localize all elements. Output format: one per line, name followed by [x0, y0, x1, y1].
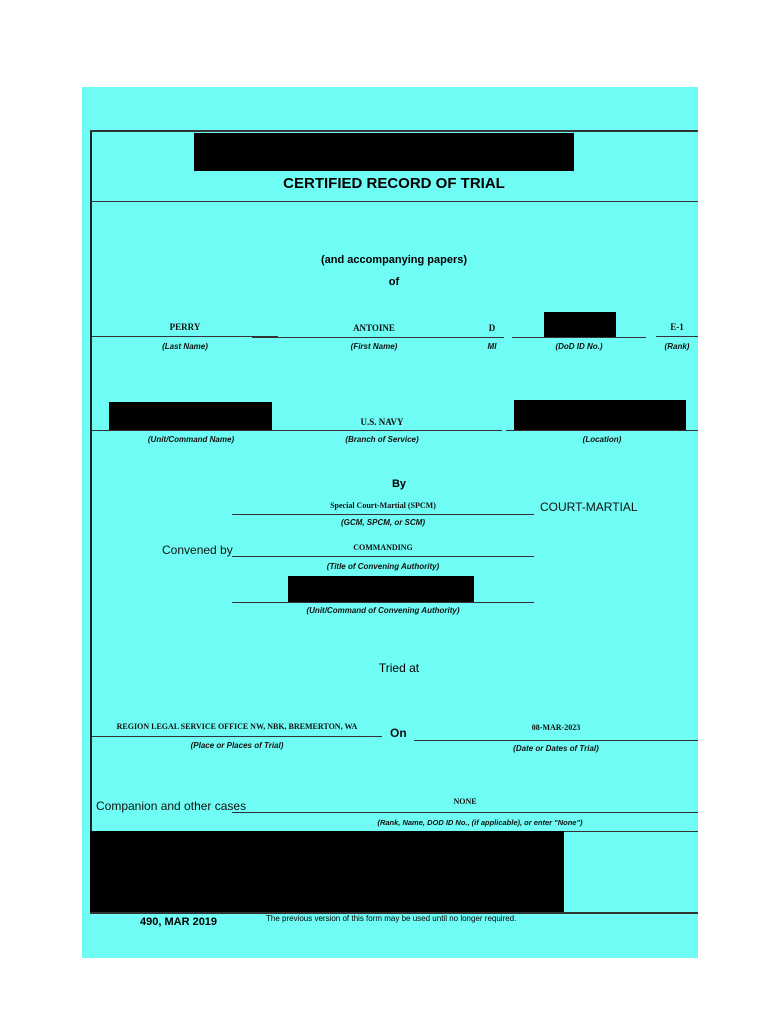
- form-bottom-border: [90, 912, 698, 914]
- mi-value: D: [488, 323, 496, 333]
- form-number: 490, MAR 2019: [140, 916, 218, 928]
- tried-at-label: Tried at: [378, 661, 420, 675]
- court-martial-label: COURT-MARTIAL: [540, 500, 638, 514]
- of-label: of: [388, 276, 400, 288]
- companion-value: NONE: [453, 797, 477, 806]
- footer-note: The previous version of this form may be…: [266, 914, 517, 923]
- convening-title-value: COMMANDING: [353, 543, 413, 552]
- branch-caption: (Branch of Service): [345, 435, 419, 444]
- court-type-value: Special Court-Martial (SPCM): [330, 501, 436, 510]
- redacted-convening-unit: [288, 576, 474, 602]
- convened-by-label: Convened by: [162, 543, 233, 557]
- rank-line: [656, 336, 698, 337]
- location-caption: (Location): [582, 435, 622, 444]
- rank-caption: (Rank): [664, 342, 690, 351]
- unit-line: [92, 430, 290, 431]
- last-name-value: PERRY: [169, 322, 201, 332]
- convening-title-line: [232, 556, 534, 557]
- on-label: On: [390, 726, 407, 740]
- trial-place-value: REGION LEGAL SERVICE OFFICE NW, NBK, BRE…: [116, 722, 358, 731]
- first-name-line: [252, 337, 496, 338]
- redacted-location: [514, 400, 686, 430]
- first-name-caption: (First Name): [350, 342, 398, 351]
- companion-label: Companion and other cases: [96, 799, 247, 813]
- court-type-caption: (GCM, SPCM, or SCM): [341, 518, 425, 527]
- redacted-signature-block: [90, 831, 564, 913]
- last-name-caption: (Last Name): [162, 342, 208, 351]
- convening-title-caption: (Title of Convening Authority): [326, 562, 440, 571]
- by-label: By: [391, 478, 407, 490]
- first-name-value: ANTOINE: [353, 323, 395, 333]
- trial-place-caption: (Place or Places of Trial): [190, 741, 284, 750]
- convening-unit-line: [232, 602, 534, 603]
- court-type-line: [232, 514, 534, 515]
- companion-line: [232, 812, 698, 813]
- mi-line: [480, 337, 504, 338]
- form-left-border: [90, 130, 92, 912]
- subtitle: (and accompanying papers): [320, 254, 468, 266]
- title-divider: [90, 201, 698, 202]
- dod-id-caption: (DoD ID No.): [555, 342, 603, 351]
- location-line: [506, 430, 698, 431]
- trial-date-line: [414, 740, 698, 741]
- companion-caption: (Rank, Name, DOD ID No., (if applicable)…: [377, 818, 583, 827]
- dod-line: [512, 337, 646, 338]
- redacted-header: [194, 133, 574, 171]
- branch-line: [262, 430, 502, 431]
- unit-caption: (Unit/Command Name): [147, 435, 235, 444]
- form-top-border: [90, 130, 698, 132]
- last-name-line: [92, 336, 278, 337]
- branch-value: U.S. NAVY: [360, 417, 404, 427]
- document-title: CERTIFIED RECORD OF TRIAL: [283, 175, 505, 192]
- trial-date-caption: (Date or Dates of Trial): [513, 744, 599, 753]
- convening-unit-caption: (Unit/Command of Convening Authority): [306, 606, 460, 615]
- trial-place-line: [92, 736, 382, 737]
- mi-caption: MI: [487, 342, 497, 351]
- trial-date-value: 08-MAR-2023: [531, 723, 581, 732]
- redacted-dod-id: [544, 312, 616, 338]
- redacted-unit: [109, 402, 272, 430]
- rank-value: E-1: [670, 322, 684, 332]
